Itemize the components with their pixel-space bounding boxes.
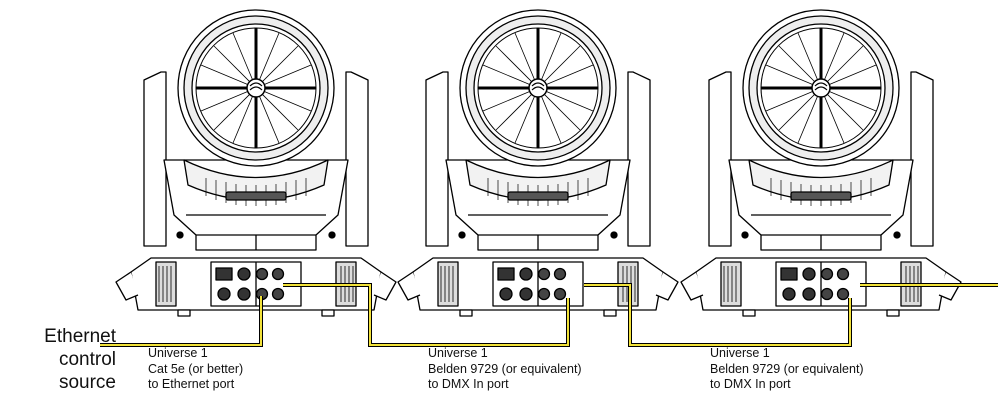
- fixture-1-caption: Universe 1 Cat 5e (or better) to Etherne…: [148, 346, 243, 393]
- fixture-1-cable: Cat 5e (or better): [148, 361, 244, 376]
- moving-head-fixture-1: [114, 8, 398, 318]
- fixture-3-port: to DMX In port: [710, 377, 791, 391]
- fixture-2-universe: Universe 1: [428, 346, 488, 360]
- dmx-cable-2: [584, 284, 851, 346]
- fixture-3-caption: Universe 1 Belden 9729 (or equivalent) t…: [710, 346, 864, 393]
- dmx-cable-1: [283, 284, 569, 346]
- moving-head-fixture-2: [396, 8, 680, 318]
- fixture-1-port: to Ethernet port: [148, 377, 235, 391]
- source-line-3: source: [58, 372, 116, 393]
- fixture-1-universe: Universe 1: [148, 346, 208, 360]
- fixture-3-cable: Belden 9729 (or equivalent): [710, 361, 864, 376]
- ethernet-control-source-label: Ethernet control source: [0, 325, 116, 394]
- fixture-2-port: to DMX In port: [428, 377, 509, 391]
- fixture-2-caption: Universe 1 Belden 9729 (or equivalent) t…: [428, 346, 582, 393]
- fixture-2-cable: Belden 9729 (or equivalent): [428, 361, 582, 376]
- moving-head-fixture-3: [679, 8, 963, 318]
- fixture-3-universe: Universe 1: [710, 346, 770, 360]
- ethernet-cable: [100, 296, 262, 346]
- source-line-2: control: [58, 349, 116, 370]
- source-line-1: Ethernet: [44, 326, 116, 347]
